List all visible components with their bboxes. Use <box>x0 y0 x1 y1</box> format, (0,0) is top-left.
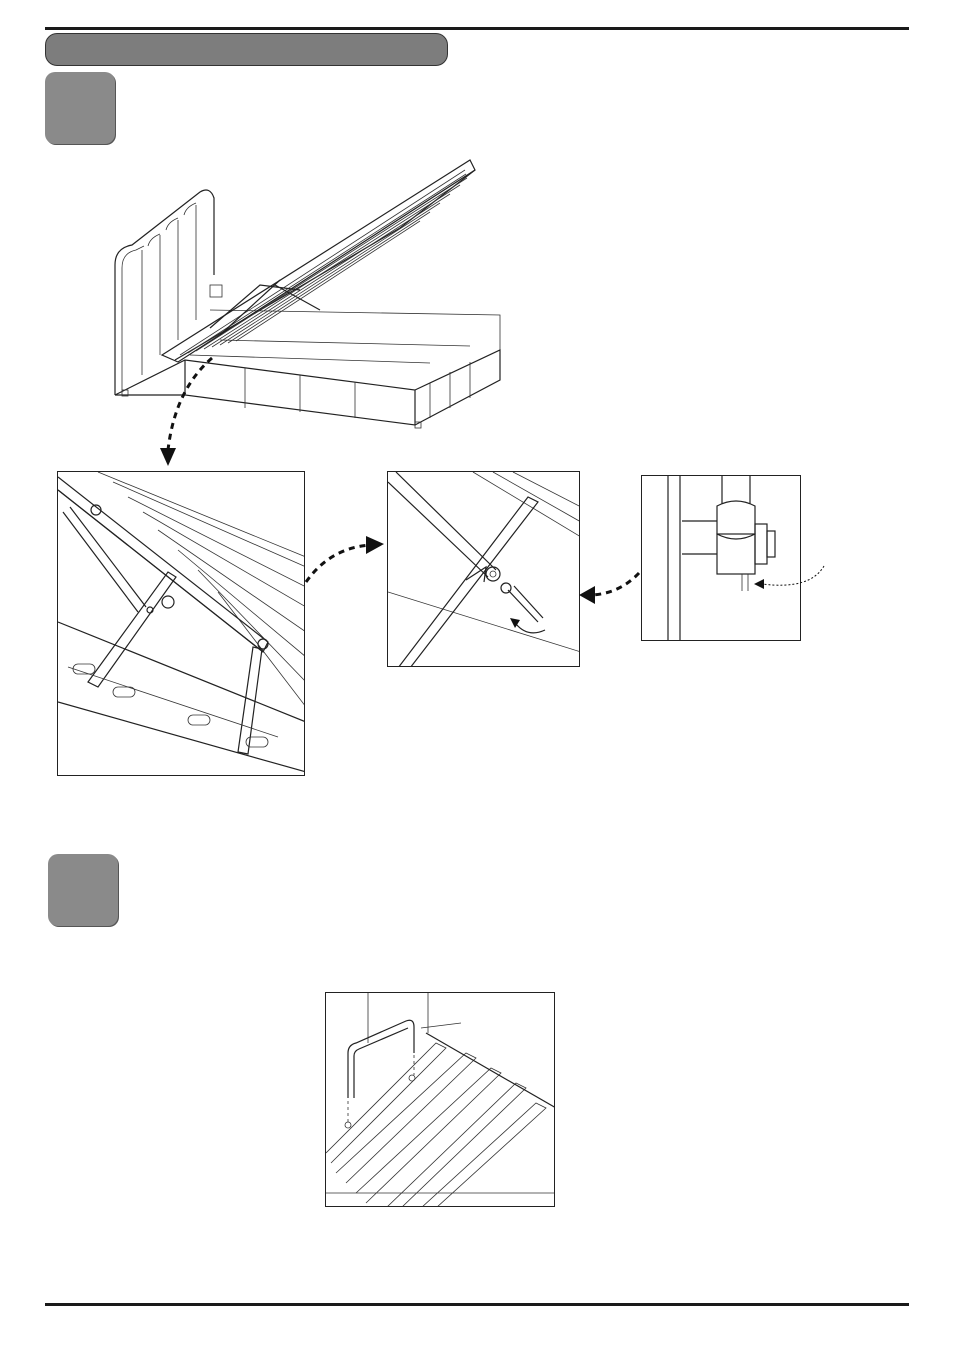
curved-arrow-icon <box>750 560 830 600</box>
curved-arrow-icon <box>510 618 545 633</box>
dashed-arrow-icon <box>300 530 390 590</box>
dashed-arrow-icon <box>150 350 230 470</box>
dashed-arrow-icon <box>575 565 645 610</box>
step-1-number-box <box>45 72 115 144</box>
top-rule <box>45 27 909 30</box>
step-2-number-box <box>48 854 118 926</box>
bottom-rule <box>45 1303 909 1306</box>
bolt-nut-closeup <box>641 475 801 641</box>
section-header-bar <box>45 33 448 66</box>
headboard-slat-retainer-bar <box>325 992 555 1207</box>
wrench-icon <box>501 583 543 622</box>
wrench-tightening-detail <box>387 471 580 667</box>
gas-strut-bracket-detail <box>57 471 305 776</box>
